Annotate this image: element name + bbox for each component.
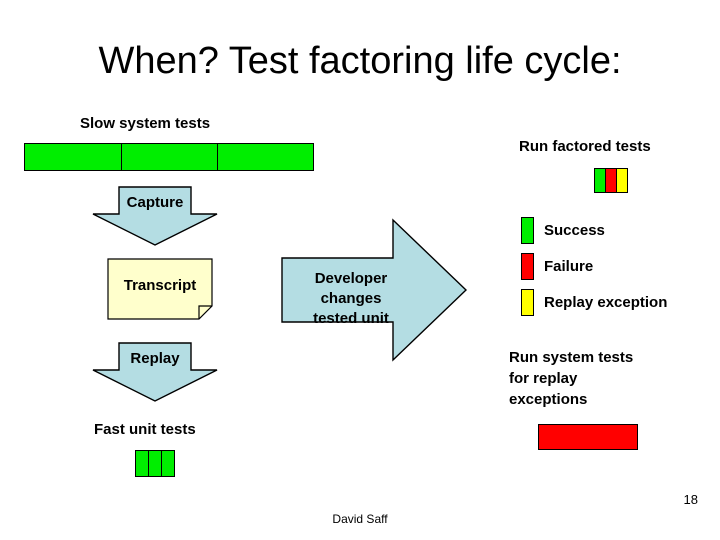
run-factored-tests-label: Run factored tests [519,138,651,155]
fast-unit-tests-label: Fast unit tests [94,421,196,438]
fast-test-segment-3 [161,450,175,477]
legend-label-success: Success [544,222,605,239]
legend-item-failure: Failure [521,253,593,280]
fast-test-segment-2 [148,450,162,477]
slow-test-segment-3 [217,143,314,171]
page-title: When? Test factoring life cycle: [98,40,622,82]
capture-arrow: Capture [92,186,218,246]
success-swatch-icon [521,217,534,244]
replay-arrow: Replay [92,342,218,402]
slow-test-segment-2 [121,143,218,171]
run-system-tests-label: Run system tests for replay exceptions [509,349,634,408]
legend-label-failure: Failure [544,258,594,275]
legend-item-success: Success [521,217,605,244]
developer-changes-arrow: Developer changes tested unit [281,218,468,362]
slow-system-tests-label: Slow system tests [80,115,211,132]
legend-label-replay-exception: Replay exception [544,294,668,311]
page-number: 18 [683,492,698,507]
legend-item-replay-exception: Replay exception [521,289,667,316]
transcript-document: Transcript [107,258,213,320]
author-footer: David Saff [332,512,388,526]
replay-exception-swatch-icon [521,289,534,316]
fast-unit-tests-bar [135,450,175,477]
replay-exception-result-bar [538,424,638,450]
failure-swatch-icon [521,253,534,280]
slow-system-tests-bar [24,143,314,171]
factored-test-segment-replay-exception [616,168,628,193]
fast-test-segment-1 [135,450,149,477]
run-factored-tests-bar [594,168,628,193]
slow-test-segment-1 [24,143,122,171]
